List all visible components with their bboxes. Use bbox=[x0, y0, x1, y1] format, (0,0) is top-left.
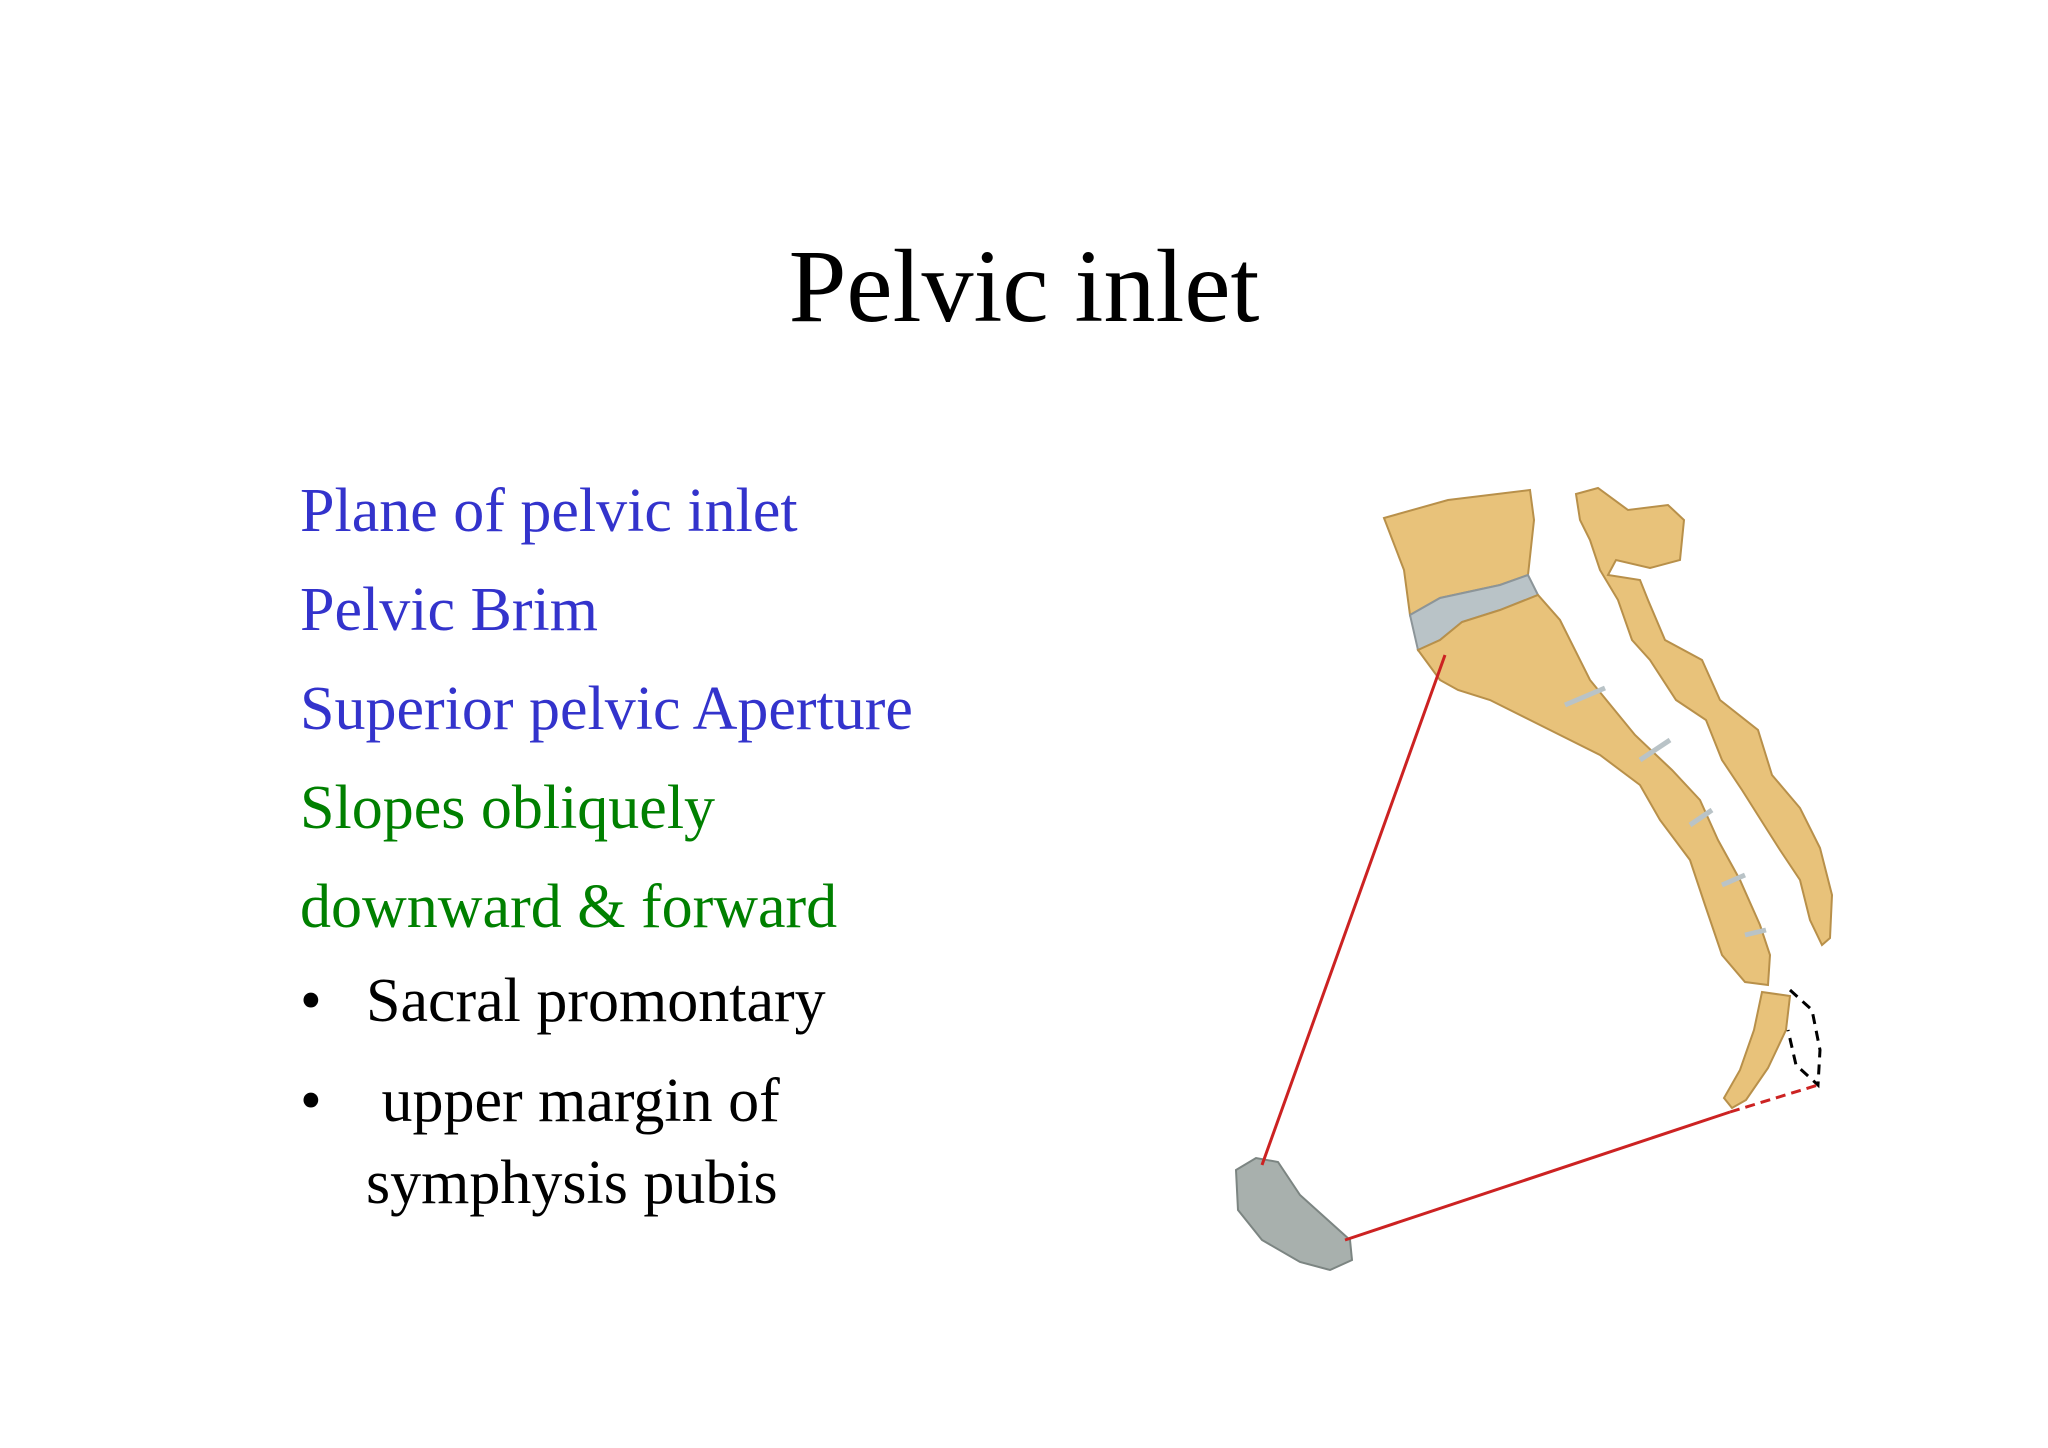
sacrum bbox=[1416, 593, 1772, 987]
bullet-marker: • bbox=[300, 1067, 322, 1135]
symphysis-pubis bbox=[1234, 1156, 1354, 1272]
coccyx bbox=[1722, 990, 1792, 1110]
inlet-line-pubis-to-coccyx bbox=[1344, 1110, 1731, 1242]
orientation-line-2: downward & forward bbox=[300, 873, 838, 941]
bullet-text-continued: symphysis pubis bbox=[366, 1149, 778, 1217]
bullet-marker: • bbox=[300, 967, 322, 1035]
pelvic-inlet-diagram bbox=[1234, 486, 1834, 1272]
bullet-item: • Sacral promontary bbox=[300, 960, 826, 1042]
term-plane-of-pelvic-inlet: Plane of pelvic inlet bbox=[300, 477, 798, 545]
bullet-item: • upper margin of symphysis pubis bbox=[300, 1060, 826, 1224]
bullet-text: upper margin of bbox=[366, 1067, 780, 1135]
orientation-line-1: Slopes obliquely bbox=[300, 774, 716, 842]
term-list: Plane of pelvic inlet Pelvic Brim Superi… bbox=[300, 462, 913, 957]
sacral-segment-lines bbox=[1564, 685, 1767, 938]
term-superior-pelvic-aperture: Superior pelvic Aperture bbox=[300, 675, 913, 743]
posterior-sacral-crest bbox=[1574, 486, 1834, 947]
inlet-line-promontory-to-pubis bbox=[1260, 654, 1447, 1166]
bullet-text: Sacral promontary bbox=[366, 967, 826, 1035]
page-title: Pelvic inlet bbox=[788, 229, 1260, 344]
coccyx-dashed-outline bbox=[1786, 988, 1822, 1089]
landmark-bullets: • Sacral promontary • upper margin of sy… bbox=[300, 960, 826, 1224]
term-pelvic-brim: Pelvic Brim bbox=[300, 576, 598, 644]
